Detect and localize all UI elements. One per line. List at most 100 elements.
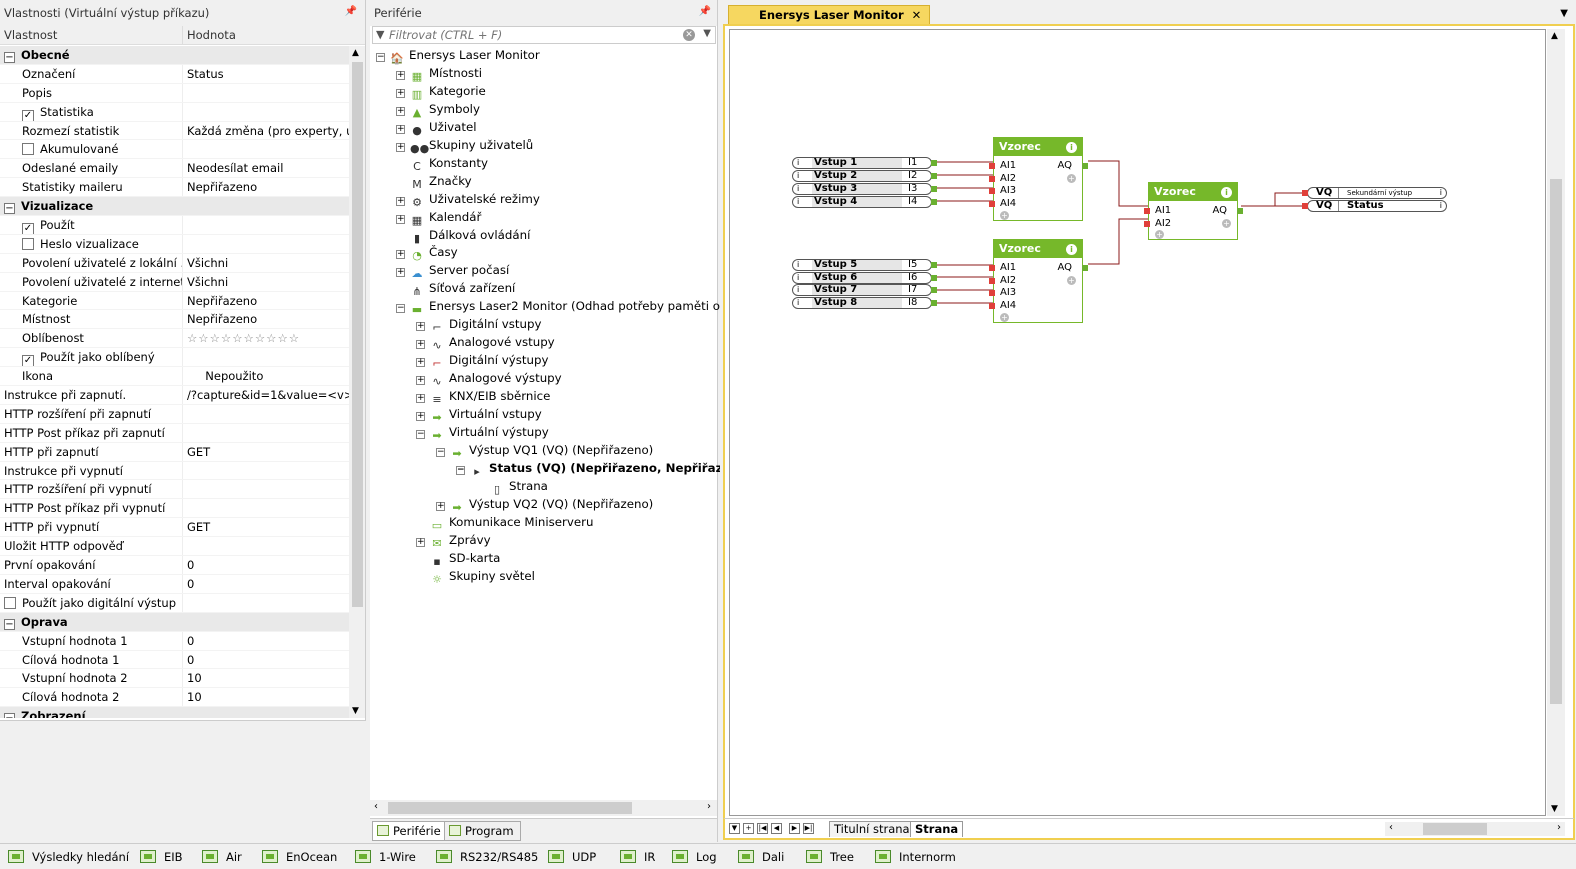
status-item[interactable]: EnOcean xyxy=(262,848,337,866)
tree-item[interactable]: −➡Výstup VQ1 (VQ) (Nepřiřazeno) xyxy=(436,441,653,460)
output-pin[interactable] xyxy=(931,274,937,281)
input-pin[interactable] xyxy=(989,175,995,182)
pin-icon[interactable]: 📌 xyxy=(698,6,711,17)
last-page-icon[interactable]: ▶| xyxy=(803,823,814,834)
property-value[interactable]: Všichni xyxy=(183,273,349,291)
property-row[interactable]: HTTP Post příkaz při vypnutí xyxy=(0,499,349,519)
tree-item[interactable]: −▬Enersys Laser2 Monitor (Odhad potřeby … xyxy=(396,297,750,316)
canvas-scroll-thumb[interactable] xyxy=(1550,179,1562,704)
property-row[interactable]: Ikona Nepoužito xyxy=(0,367,349,387)
property-value[interactable]: /?capture&id=1&value=<v> xyxy=(183,386,349,404)
expand-icon[interactable]: + xyxy=(396,213,405,224)
filter-input[interactable] xyxy=(389,28,679,42)
expand-icon[interactable]: + xyxy=(416,393,425,404)
status-item[interactable]: Internorm xyxy=(875,848,956,866)
property-value[interactable]: 0 xyxy=(183,651,349,669)
expand-icon[interactable]: + xyxy=(416,375,425,386)
input-pin[interactable] xyxy=(989,290,995,297)
tree-item[interactable]: +●●Skupiny uživatelů xyxy=(396,136,533,155)
canvas-vertical-scrollbar[interactable]: ▲ ▼ xyxy=(1547,29,1565,816)
status-item[interactable]: UDP xyxy=(548,848,596,866)
scroll-up-icon[interactable]: ▲ xyxy=(1551,31,1558,41)
property-value[interactable]: 0 xyxy=(183,575,349,593)
expand-icon[interactable]: + xyxy=(416,339,425,350)
tree-item[interactable]: ▯Strana xyxy=(476,477,548,496)
property-row[interactable]: −Obecné xyxy=(0,46,349,65)
property-row[interactable]: HTTP rozšíření při vypnutí xyxy=(0,480,349,500)
scroll-down-icon[interactable]: ▼ xyxy=(1551,804,1558,814)
pin-icon[interactable]: 📌 xyxy=(344,6,357,17)
tree-horizontal-scrollbar[interactable]: ‹ › xyxy=(370,800,717,816)
collapse-icon[interactable]: − xyxy=(4,52,15,63)
expand-icon[interactable]: + xyxy=(396,249,405,260)
property-value[interactable] xyxy=(183,405,349,423)
tree-item[interactable]: +∿Analogové vstupy xyxy=(416,333,555,352)
page-tab-titulni[interactable]: Titulní strana xyxy=(829,821,915,837)
scroll-left-icon[interactable]: ‹ xyxy=(1389,822,1393,833)
collapse-icon[interactable]: − xyxy=(396,303,405,314)
property-row[interactable]: −Vizualizace xyxy=(0,197,349,217)
tree-item[interactable]: −▸Status (VQ) (Nepřiřazeno, Nepřiřazeno) xyxy=(456,459,752,478)
output-pin[interactable] xyxy=(931,186,937,192)
property-value[interactable] xyxy=(183,424,349,442)
property-value[interactable] xyxy=(183,480,349,498)
property-row[interactable]: HTTP Post příkaz při zapnutí xyxy=(0,423,349,443)
output-pin[interactable] xyxy=(931,300,937,307)
tree-item[interactable]: +◔Časy xyxy=(396,243,458,262)
property-value[interactable]: Nepřiřazeno xyxy=(183,310,349,328)
property-row[interactable]: Heslo vizualizace xyxy=(0,234,349,254)
property-value[interactable] xyxy=(183,103,349,121)
tree-item[interactable]: +⌐Digitální vstupy xyxy=(416,315,541,334)
property-value[interactable]: Všichni xyxy=(183,254,349,272)
status-item[interactable]: RS232/RS485 xyxy=(436,848,538,866)
property-value[interactable]: 10 xyxy=(183,669,349,687)
tree-item[interactable]: +▲Symboly xyxy=(396,100,480,119)
property-row[interactable]: ✓Použít xyxy=(0,216,349,235)
properties-scroll-thumb[interactable] xyxy=(352,62,363,607)
add-input-icon[interactable]: + xyxy=(1000,312,1009,322)
scroll-up-icon[interactable]: ▲ xyxy=(352,48,359,58)
add-output-icon[interactable]: + xyxy=(1067,276,1076,285)
expand-icon[interactable]: + xyxy=(416,411,425,421)
checkbox[interactable] xyxy=(22,237,34,250)
property-value[interactable] xyxy=(183,537,349,555)
tree-item[interactable]: ▭Komunikace Miniserveru xyxy=(416,513,594,532)
collapse-icon[interactable]: − xyxy=(4,203,15,215)
tree-item[interactable]: +▦Místnosti xyxy=(396,64,482,83)
property-value[interactable] xyxy=(183,84,349,102)
document-tab[interactable]: Enersys Laser Monitor✕ xyxy=(728,5,931,25)
scroll-left-icon[interactable]: ‹ xyxy=(374,801,378,812)
input-pin[interactable] xyxy=(989,163,995,169)
property-value[interactable]: Každá změna (pro experty, u... xyxy=(183,122,349,140)
add-output-icon[interactable]: + xyxy=(1067,174,1076,183)
checkbox[interactable] xyxy=(4,596,16,609)
tree-item[interactable]: +▥Kategorie xyxy=(396,82,486,101)
expand-icon[interactable]: + xyxy=(436,500,445,511)
info-icon[interactable]: i xyxy=(1066,142,1077,153)
output-pin[interactable] xyxy=(931,173,937,179)
property-row[interactable]: Použít jako digitální výstup xyxy=(0,593,349,613)
scroll-right-icon[interactable]: › xyxy=(707,801,711,812)
expand-icon[interactable]: + xyxy=(396,69,405,80)
add-input-icon[interactable]: + xyxy=(1000,210,1009,220)
property-row[interactable]: HTTP rozšíření při zapnutí xyxy=(0,404,349,424)
